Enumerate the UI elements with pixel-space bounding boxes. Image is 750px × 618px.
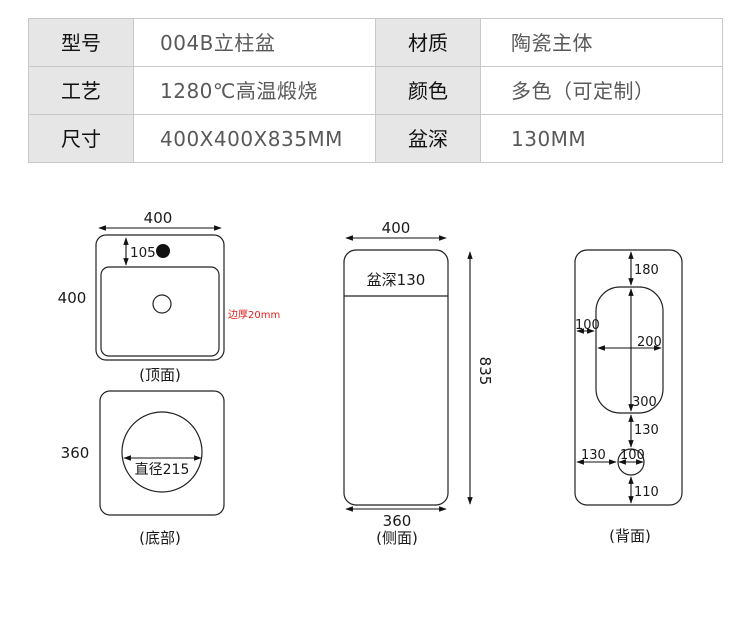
- side-bottom-width-label: 360: [383, 512, 412, 530]
- wall-thickness-note: 边厚20mm: [228, 309, 280, 321]
- side-view-outline: [343, 249, 449, 506]
- side-view: 盆深130 400 835 360 (侧面): [343, 219, 494, 547]
- value-color: 多色（可定制）: [480, 66, 723, 115]
- back-view-outline: [574, 249, 683, 506]
- top-width-label: 400: [144, 209, 173, 227]
- back-bottom-label: 110: [634, 485, 659, 500]
- bottom-view: 直径215 360 (底部): [61, 390, 225, 547]
- spec-row-size: 尺寸 400X400X835MM 盆深 130MM: [28, 114, 723, 163]
- label-model: 型号: [28, 18, 134, 67]
- basin-depth-label: 盆深130: [367, 271, 426, 289]
- top-view: 400 105 400 边厚20mm (顶面): [58, 209, 281, 384]
- side-height-label: 835: [476, 357, 494, 386]
- side-top-width-label: 400: [382, 219, 411, 237]
- spec-row-model: 型号 004B立柱盆 材质 陶瓷主体: [28, 18, 723, 67]
- side-view-caption: (侧面): [376, 529, 418, 547]
- back-view-caption: (背面): [609, 527, 651, 545]
- drain-hole: [152, 294, 172, 314]
- hole-offset-label: 105: [130, 245, 156, 261]
- top-view-outline: [95, 234, 225, 361]
- label-depth: 盆深: [375, 114, 481, 163]
- label-process: 工艺: [28, 66, 134, 115]
- bottom-height-label: 360: [61, 444, 90, 462]
- spec-row-process: 工艺 1280℃高温煅烧 颜色 多色（可定制）: [28, 66, 723, 115]
- base-diameter-label: 直径215: [135, 461, 190, 478]
- value-material: 陶瓷主体: [480, 18, 723, 67]
- hole-offset-label: 130: [581, 448, 606, 463]
- label-color: 颜色: [375, 66, 481, 115]
- slot-height-label: 300: [632, 395, 657, 410]
- bottom-view-caption: (底部): [139, 529, 181, 547]
- faucet-hole: [156, 244, 170, 258]
- value-depth: 130MM: [480, 114, 723, 163]
- top-view-caption: (顶面): [139, 366, 181, 384]
- slot-offset-label: 100: [575, 318, 600, 333]
- basin-bowl-outline: [100, 266, 220, 357]
- back-view: 180 300 100 200 130 130 100 110 (背面): [574, 249, 683, 545]
- value-size: 400X400X835MM: [133, 114, 376, 163]
- hole-diameter-label: 100: [620, 448, 645, 463]
- back-top-label: 180: [634, 263, 659, 278]
- top-height-label: 400: [58, 289, 87, 307]
- pipe-slot: [595, 286, 664, 414]
- gap-label: 130: [634, 423, 659, 438]
- value-process: 1280℃高温煅烧: [133, 66, 376, 115]
- spec-table: 型号 004B立柱盆 材质 陶瓷主体 工艺 1280℃高温煅烧 颜色 多色（可定…: [28, 18, 723, 163]
- bottom-view-outline: [99, 390, 225, 516]
- drain-pipe-hole: [617, 448, 645, 476]
- label-size: 尺寸: [28, 114, 134, 163]
- base-circle: [121, 411, 203, 493]
- slot-width-label: 200: [637, 335, 662, 350]
